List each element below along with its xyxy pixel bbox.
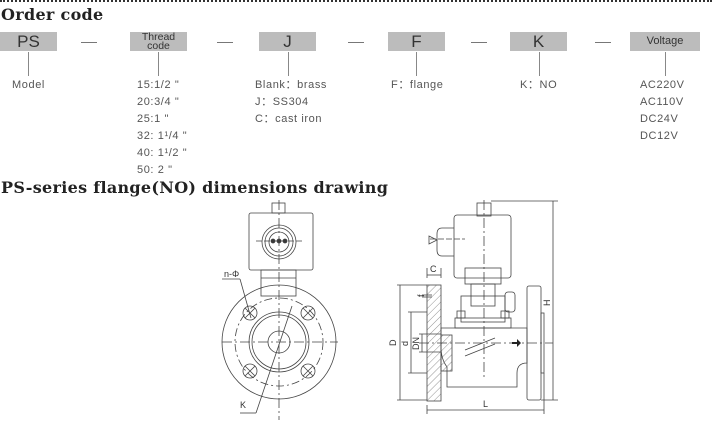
drawing-title: PS-series flange(NO) dimensions drawing (1, 178, 389, 197)
option-text: 40: 1¹/2 " (137, 147, 188, 159)
option-text: 20:3/4 " (137, 96, 180, 108)
connector-line (288, 52, 289, 76)
option-text: 25:1 " (137, 113, 169, 125)
connector-line (539, 52, 540, 76)
side-view-drawing (397, 200, 558, 414)
option-text: F：flange (391, 79, 444, 91)
type-options: K：NO (520, 77, 557, 94)
voltage-options: AC220V AC110V DC24V DC12V (640, 77, 685, 145)
holes-label: n-Φ (224, 269, 239, 279)
option-text: J：SS304 (255, 96, 309, 108)
flow-arrow-icon (512, 339, 521, 347)
connector-line (416, 52, 417, 76)
thread-options: 15:1/2 " 20:3/4 " 25:1 " 32: 1¹/4 " 40: … (137, 77, 187, 179)
thread-code-label: Thread code (141, 31, 176, 52)
top-dotted-divider (0, 0, 712, 2)
option-text: K：NO (520, 79, 558, 91)
code-box-connection: F (388, 32, 445, 51)
option-text: 50: 2 " (137, 164, 173, 176)
option-text: DC24V (640, 113, 679, 125)
dim-label-c: C (430, 264, 437, 274)
code-box-thread: Thread code (130, 32, 187, 51)
separator-dash (348, 42, 364, 43)
option-text: Model (12, 79, 45, 91)
option-text: 32: 1¹/4 " (137, 130, 188, 142)
material-options: Blank：brass J：SS304 C：cast iron (255, 77, 327, 128)
option-text: 15:1/2 " (137, 79, 180, 91)
separator-dash (595, 42, 611, 43)
option-text: DC12V (640, 130, 679, 142)
code-box-material: J (259, 32, 316, 51)
connection-options: F：flange (391, 77, 444, 94)
order-code-title: Order code (1, 5, 104, 24)
dim-label-l: L (483, 399, 488, 409)
option-text: AC110V (640, 96, 684, 108)
connector-line (28, 52, 29, 76)
dim-label-dn: DN (411, 337, 421, 350)
code-box-voltage: Voltage (630, 32, 700, 51)
code-box-type: K (510, 32, 567, 51)
dim-label-d-outer: D (388, 339, 398, 346)
option-text: C：cast iron (255, 113, 323, 125)
pitch-label: K (240, 400, 246, 410)
separator-dash (81, 42, 97, 43)
option-text: AC220V (640, 79, 685, 91)
code-box-model: PS (0, 32, 57, 51)
connector-line (158, 52, 159, 76)
connector-line (665, 52, 666, 76)
dim-label-f: f (416, 294, 426, 297)
front-view-drawing (221, 200, 338, 420)
separator-dash (471, 42, 487, 43)
separator-dash (217, 42, 233, 43)
dim-label-h: H (542, 300, 552, 307)
dim-label-d-inner: d (400, 341, 410, 346)
option-text: Blank：brass (255, 79, 328, 91)
model-options: Model (12, 77, 45, 94)
